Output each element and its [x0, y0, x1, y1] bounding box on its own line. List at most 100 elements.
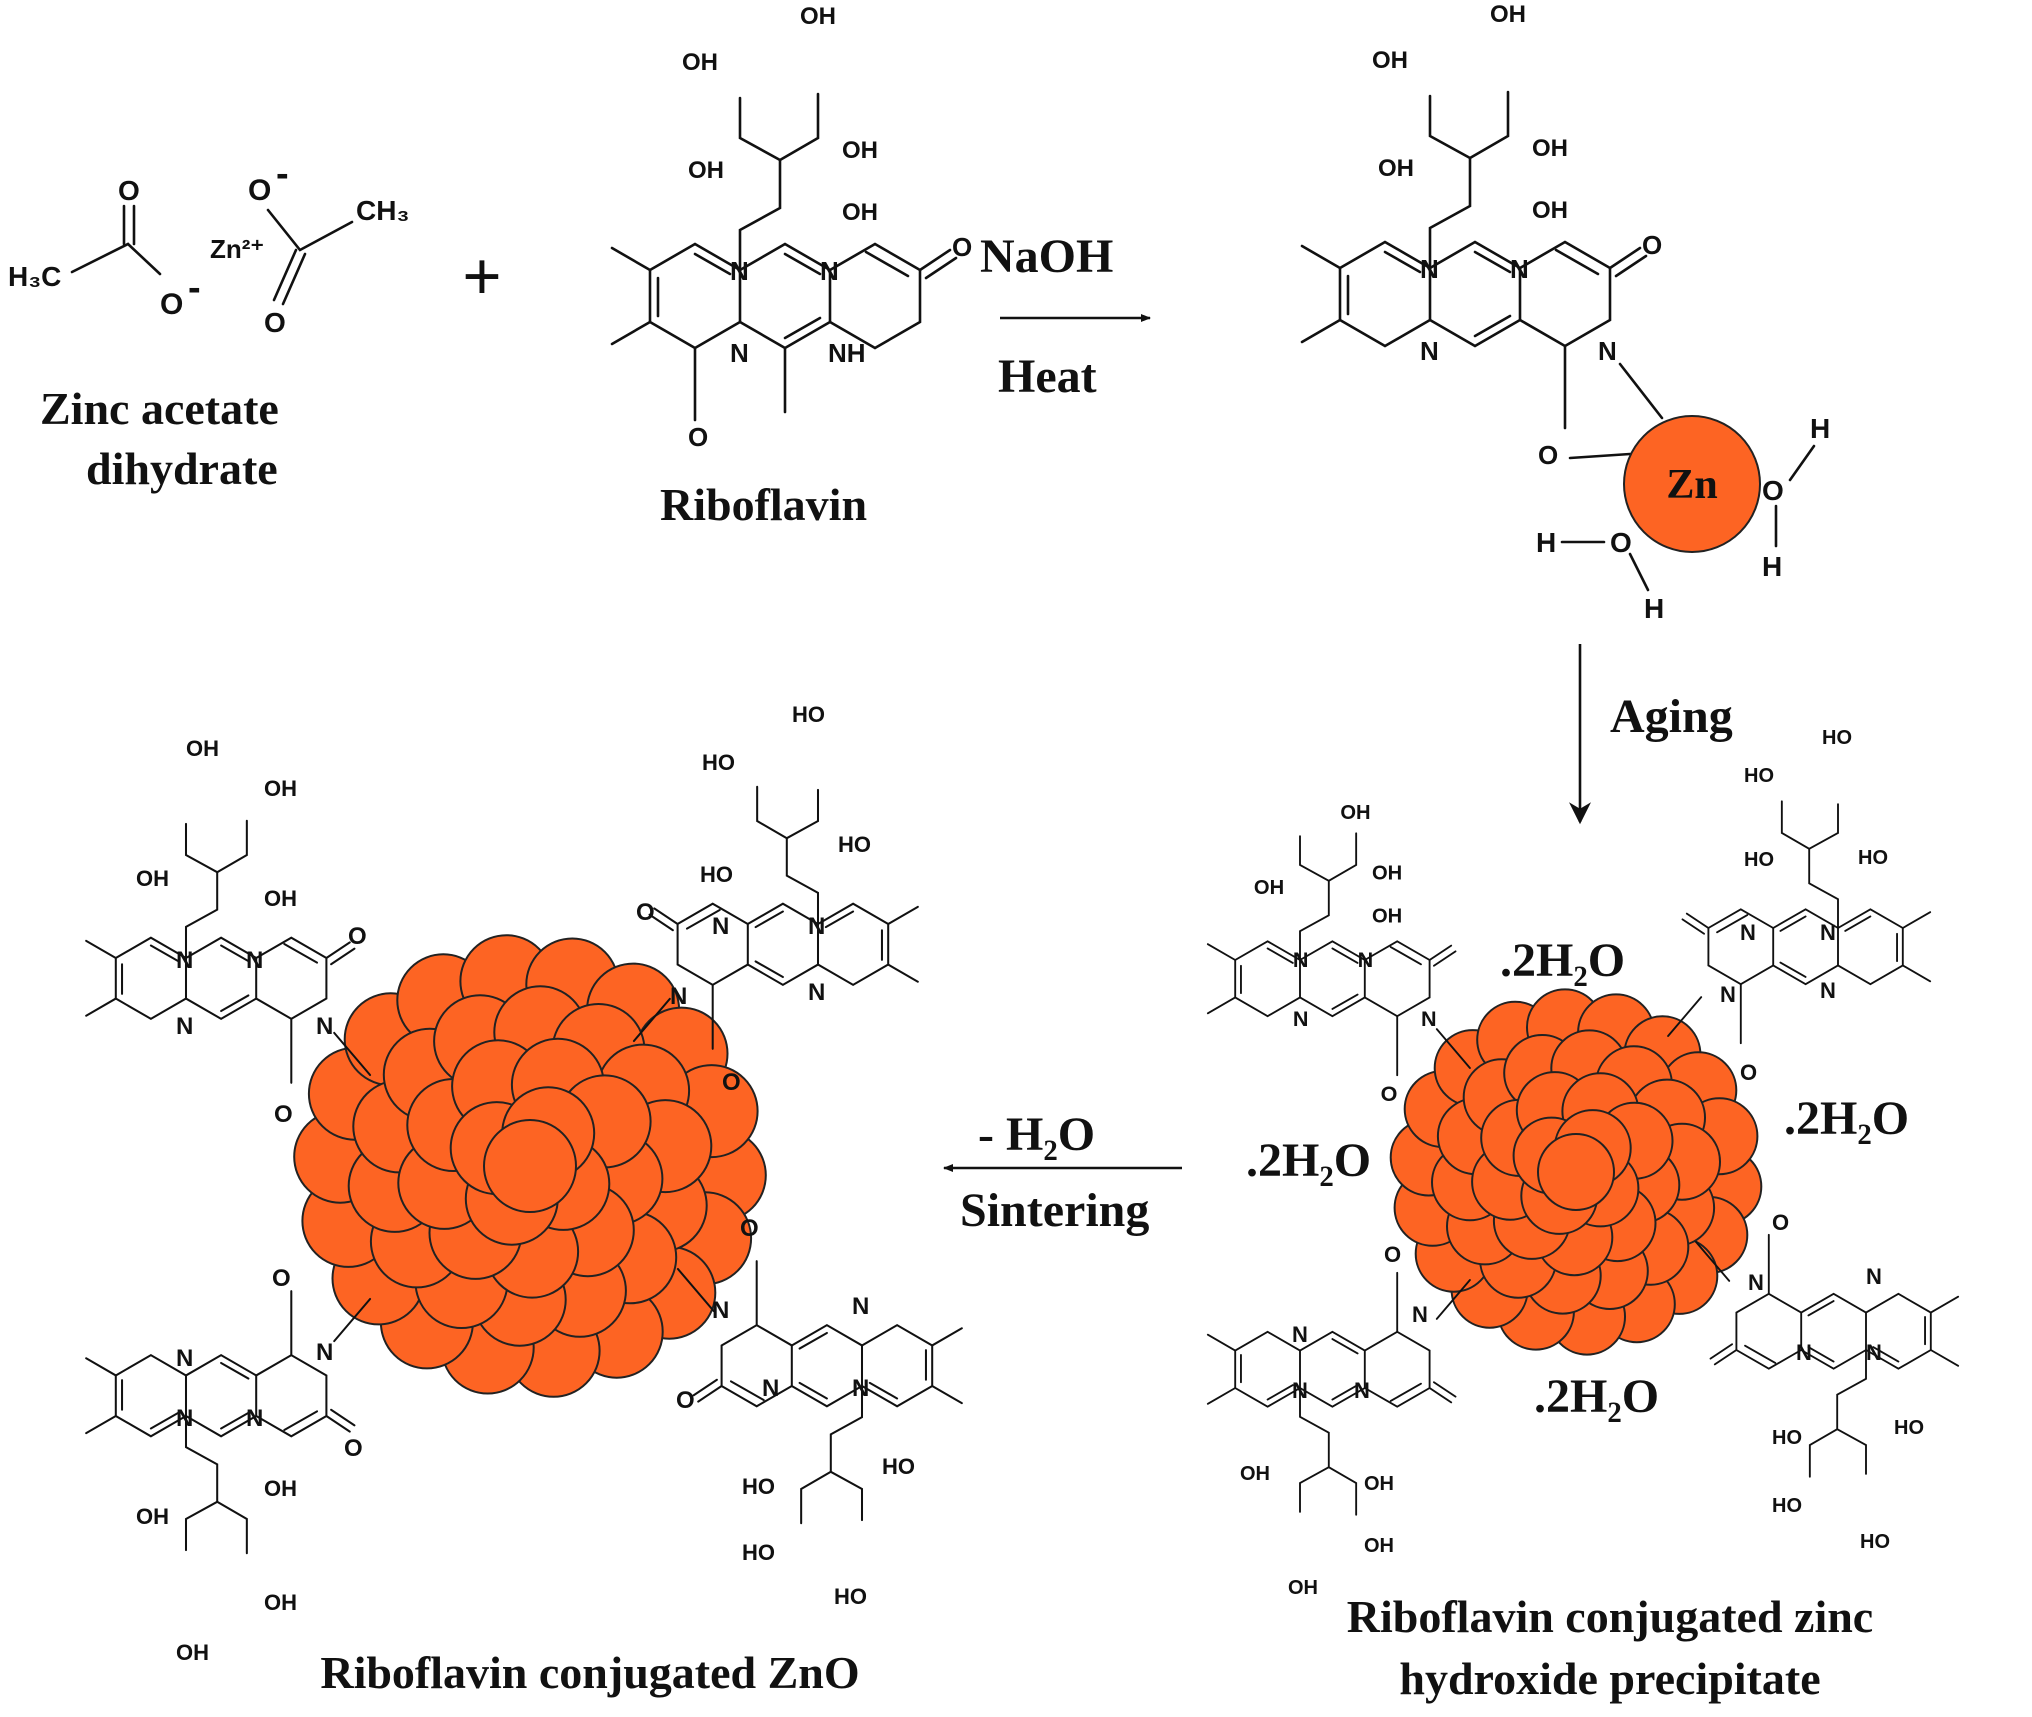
atom-label: N — [176, 1013, 193, 1040]
step1-condition: Heat — [998, 350, 1097, 403]
atom-label: OH — [264, 1476, 297, 1501]
atom-label: OH — [1532, 197, 1568, 224]
zinc-acetate-label-line1: Zinc acetate — [40, 383, 279, 434]
atom-label: O — [952, 232, 972, 262]
atom-label: HO — [1772, 1495, 1802, 1517]
atom-label: N — [808, 913, 825, 940]
atom-label: N — [670, 983, 687, 1010]
atom-label: N — [246, 947, 263, 974]
atom-label: OH — [842, 137, 878, 164]
atom-label: N — [1740, 920, 1756, 945]
atom-label: OH — [1372, 862, 1402, 884]
product-riboflavin-bottomleft — [85, 1290, 372, 1555]
atom-label: OH — [1288, 1577, 1318, 1599]
atom-label: H — [1810, 413, 1830, 444]
atom-label: O — [1762, 475, 1784, 506]
atom-label: HO — [882, 1454, 915, 1479]
atom-label: N — [1796, 1340, 1812, 1365]
zinc-ion-label: Zn²⁺ — [210, 234, 264, 264]
atom-label: N — [712, 1297, 729, 1324]
nanoparticle-sphere — [1537, 1133, 1615, 1211]
ligand-riboflavin-bottomleft — [1206, 1271, 1471, 1516]
atom-label: NH — [828, 338, 866, 368]
atom-label: N — [1420, 336, 1439, 366]
zinc-hydroxide-cluster — [1389, 988, 1763, 1356]
atom-label: HO — [834, 1584, 867, 1609]
atom-label: N — [176, 1405, 193, 1432]
atom-label: N — [1292, 1378, 1308, 1403]
atom-label: N — [1293, 1006, 1309, 1031]
atom-label: N — [1354, 1378, 1370, 1403]
oxygen-anion-label: O — [160, 288, 183, 321]
zinc-acetate-label-line2: dihydrate — [86, 443, 278, 494]
atom-label: OH — [1372, 47, 1408, 74]
atom-label: N — [1866, 1340, 1882, 1365]
atom-label: N — [1598, 336, 1617, 366]
atom-label: OH — [136, 866, 169, 891]
atom-label: O — [1642, 230, 1662, 260]
atom-label: N — [1293, 947, 1309, 972]
atom-label: N — [852, 1293, 869, 1320]
riboflavin-label: Riboflavin — [660, 479, 867, 530]
atom-label: N — [176, 947, 193, 974]
step3-line2: Sintering — [960, 1184, 1149, 1237]
atom-label: N — [246, 1405, 263, 1432]
atom-label: OH — [136, 1504, 169, 1529]
atom-label: OH — [264, 1590, 297, 1615]
atom-label: N — [316, 1339, 333, 1366]
zinc-atom-label: Zn — [1666, 462, 1717, 508]
atom-label: OH — [186, 736, 219, 761]
atom-label: N — [712, 913, 729, 940]
methyl-left-label: H₃C — [8, 261, 61, 292]
atom-label: OH — [1378, 155, 1414, 182]
atom-label: O — [1740, 1060, 1757, 1085]
atom-label: O — [1381, 1081, 1398, 1106]
water-label: .2H₂O — [1500, 934, 1625, 987]
atom-label: HO — [838, 832, 871, 857]
ligand-riboflavin-bottomright — [1695, 1233, 1960, 1478]
product-riboflavin-topleft — [85, 819, 372, 1084]
water-label: .2H₂O — [1246, 1134, 1371, 1187]
atom-label: N — [1510, 254, 1529, 284]
atom-label: O — [1538, 440, 1558, 470]
atom-label: HO — [742, 1474, 775, 1499]
water-label: .2H₂O — [1784, 1092, 1909, 1145]
atom-label: O — [274, 1101, 293, 1128]
plus-sign: + — [462, 239, 502, 316]
atom-label: O — [636, 899, 655, 926]
atom-label: N — [730, 338, 749, 368]
step3-line1: - H₂O — [978, 1108, 1095, 1161]
step2-label: Aging — [1610, 690, 1733, 743]
atom-label: OH — [1532, 135, 1568, 162]
atom-label: N — [1358, 947, 1374, 972]
riboflavin-structure: N N N NH O O OH OH OH OH OH — [610, 3, 972, 452]
atom-label: O — [676, 1387, 695, 1414]
atom-label: HO — [1744, 849, 1774, 871]
nanoparticle-sphere — [483, 1119, 577, 1213]
atom-label: HO — [792, 702, 825, 727]
atom-label: OH — [1340, 802, 1370, 824]
atom-label: O — [1384, 1242, 1401, 1267]
atom-label: O — [688, 422, 708, 452]
ligand-riboflavin-topright — [1667, 800, 1932, 1045]
atom-label: N — [1820, 920, 1836, 945]
precipitate-label-line1: Riboflavin conjugated zinc — [1347, 1591, 1873, 1642]
atom-label: OH — [1372, 906, 1402, 928]
atom-label: N — [1720, 982, 1736, 1007]
carbonyl-oxygen-label: O — [118, 175, 140, 206]
oxygen-anion-label: O — [248, 174, 271, 207]
atom-label: HO — [1744, 765, 1774, 787]
atom-label: O — [722, 1069, 741, 1096]
atom-label: N — [820, 256, 839, 286]
atom-label: HO — [700, 862, 733, 887]
product-riboflavin-topright — [632, 785, 919, 1050]
atom-label: HO — [1860, 1531, 1890, 1553]
zinc-riboflavin-complex: N N N N O O OH OH OH OH OH — [1300, 1, 1664, 470]
product-label: Riboflavin conjugated ZnO — [320, 1647, 859, 1698]
atom-label: OH — [842, 199, 878, 226]
atom-label: O — [1610, 527, 1632, 558]
atom-label: OH — [1364, 1535, 1394, 1557]
atom-label: H — [1762, 551, 1782, 582]
atom-label: O — [344, 1435, 363, 1462]
atom-label: N — [1748, 1270, 1764, 1295]
